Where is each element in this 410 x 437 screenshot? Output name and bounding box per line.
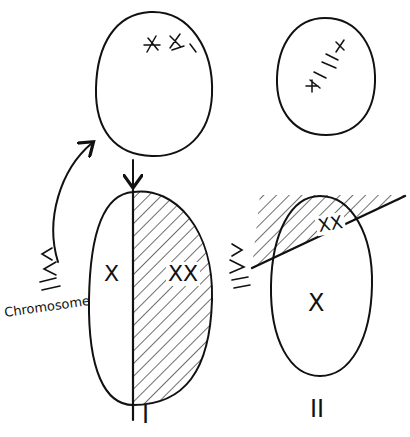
chromosome-label: Chromosome xyxy=(3,294,90,320)
roman-numeral: II xyxy=(310,396,324,422)
chromosome-symbol: XX xyxy=(166,262,200,286)
chromosome-symbol: X xyxy=(104,262,119,286)
chromosome-symbol: XX xyxy=(314,212,346,236)
chromosome-symbol: X xyxy=(308,290,324,316)
roman-numeral: I xyxy=(142,402,149,428)
